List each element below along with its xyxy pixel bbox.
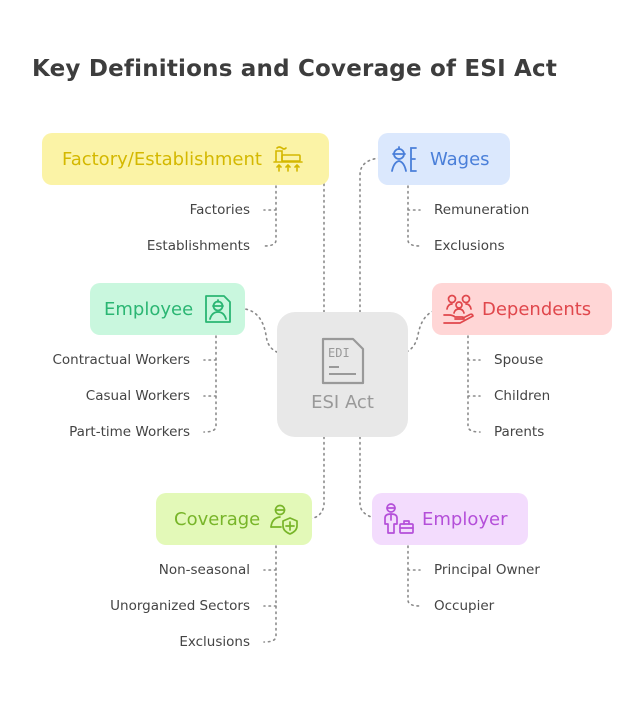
branch-dependents[interactable]: Dependents — [432, 283, 612, 335]
branch-employer[interactable]: Employer — [372, 493, 528, 545]
branch-label: Factory/Establishment — [62, 148, 262, 170]
user-shield-icon — [270, 504, 299, 535]
center-label: ESI Act — [311, 392, 374, 413]
branch-wages[interactable]: Wages — [378, 133, 510, 185]
branch-employee[interactable]: Employee — [90, 283, 245, 335]
connector-wages — [359, 157, 381, 313]
branch-label: Dependents — [482, 298, 592, 320]
leaf-parents: Parents — [494, 424, 545, 440]
center-node-esi-act[interactable]: EDI ESI Act — [277, 312, 408, 437]
leaf-unorganized-sectors: Unorganized Sectors — [110, 598, 250, 614]
leaf-establishments: Establishments — [146, 238, 250, 254]
connector-employee — [244, 308, 289, 355]
leaf-non-seasonal: Non-seasonal — [158, 562, 250, 578]
document-icon-text: EDI — [328, 346, 350, 360]
branch-label: Employee — [104, 298, 194, 320]
leaf-spouse: Spouse — [494, 352, 544, 368]
leaf-factories: Factories — [189, 202, 250, 218]
branch-label: Wages — [430, 148, 490, 170]
worker-badge-icon — [205, 295, 232, 323]
leaf-wage-exclusions: Exclusions — [434, 238, 505, 254]
leaf-occupier: Occupier — [434, 598, 495, 614]
document-icon: EDI — [321, 337, 364, 385]
branch-label: Coverage — [174, 508, 261, 530]
leaf-contractual-workers: Contractual Workers — [52, 352, 190, 368]
branch-factory-establishment[interactable]: Factory/Establishment — [42, 133, 329, 185]
worker-wages-icon — [391, 146, 417, 172]
leaf-coverage-exclusions: Exclusions — [179, 634, 250, 650]
leaf-children: Children — [494, 388, 551, 404]
diagram-title: Key Definitions and Coverage of ESI Act — [32, 56, 558, 82]
factory-icon — [273, 146, 303, 172]
connector-factory — [314, 162, 325, 313]
businessman-icon — [384, 503, 414, 534]
leaf-part-time-workers: Part-time Workers — [69, 424, 190, 440]
branch-label: Employer — [422, 508, 508, 530]
family-care-icon — [443, 294, 474, 324]
leaf-remuneration: Remuneration — [434, 202, 530, 218]
leaf-casual-workers: Casual Workers — [85, 388, 190, 404]
leaf-principal-owner: Principal Owner — [434, 562, 540, 578]
branch-coverage[interactable]: Coverage — [156, 493, 312, 545]
